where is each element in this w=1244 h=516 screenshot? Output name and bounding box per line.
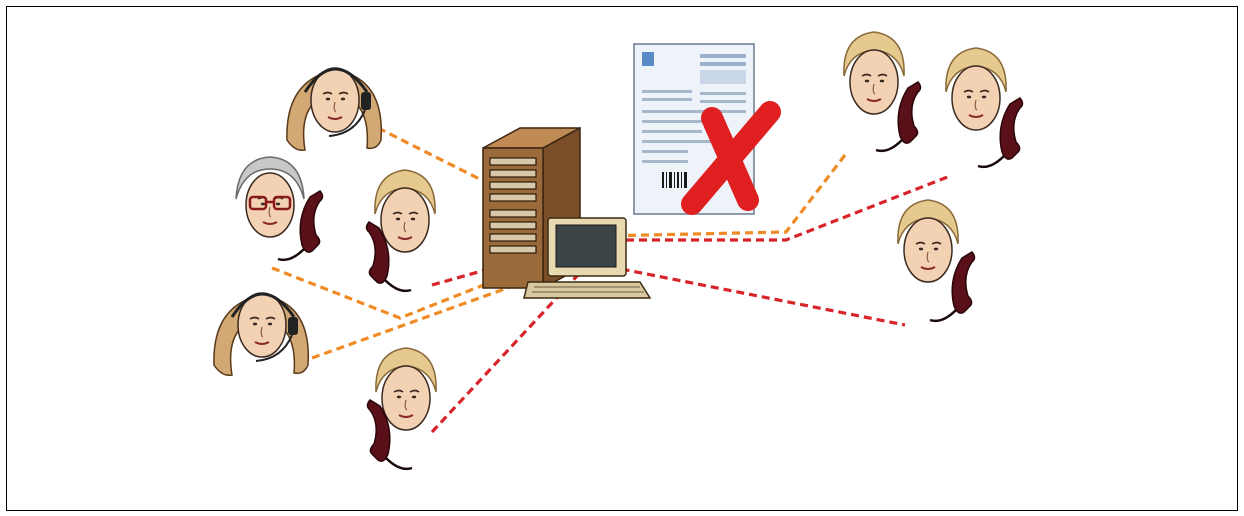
connection-lines bbox=[272, 128, 950, 432]
person-telephone-icon bbox=[367, 170, 436, 291]
person-telephone-icon bbox=[946, 48, 1023, 167]
person-telephone-icon bbox=[898, 200, 975, 321]
person-headset-icon bbox=[214, 293, 308, 375]
person-telephone-icon bbox=[844, 32, 921, 151]
person-telephone-icon bbox=[236, 157, 323, 260]
person-telephone-icon bbox=[368, 348, 437, 469]
person-headset-icon bbox=[287, 68, 381, 150]
